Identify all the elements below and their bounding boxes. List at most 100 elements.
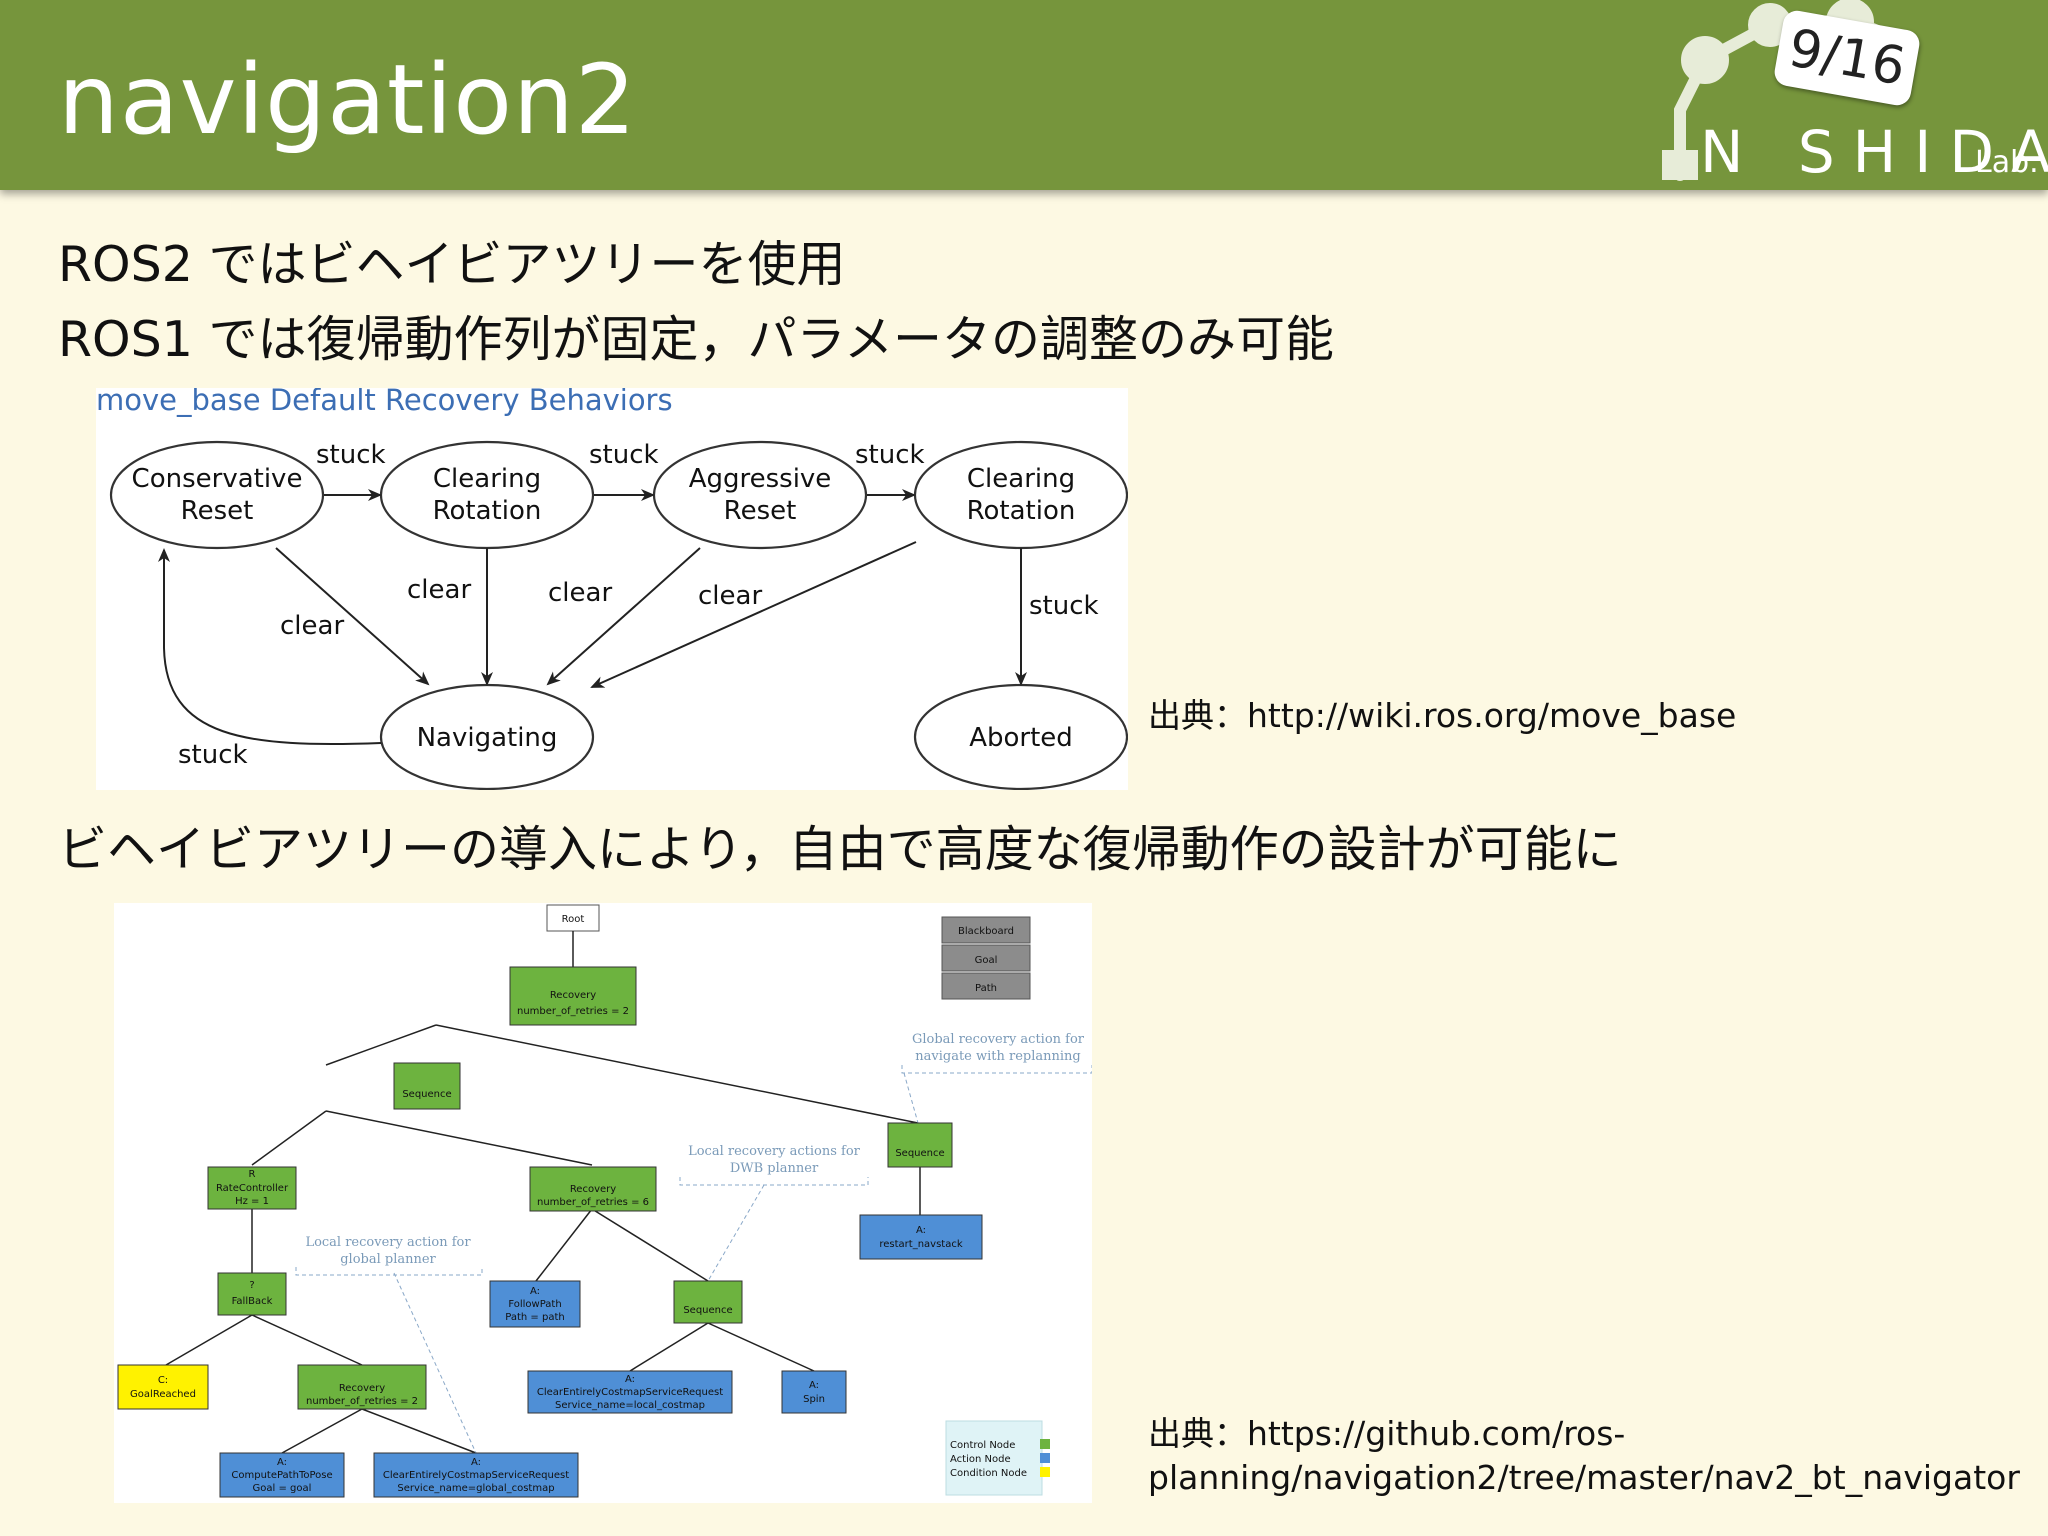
node-label: ? [249, 1280, 254, 1291]
node-label: Reset [181, 496, 254, 526]
node-label: Rotation [967, 496, 1076, 526]
node-label: Service_name=global_costmap [397, 1483, 554, 1494]
node-label: Service_name=local_costmap [555, 1400, 705, 1411]
node-label: number_of_retries = 2 [306, 1396, 418, 1407]
node-label: Sequence [895, 1148, 944, 1159]
node-label: FollowPath [508, 1299, 561, 1310]
source-line: 出典：https://github.com/ros- [1148, 1414, 1626, 1453]
tree-node-sequence-mid: Sequence [673, 1280, 743, 1324]
note-text: Local recovery action for [305, 1235, 471, 1250]
tree-node-recovery-top: Recovery number_of_retries = 2 [509, 966, 637, 1026]
tree-node-clear-local-costmap: A: ClearEntirelyCostmapServiceRequest Se… [527, 1370, 733, 1414]
diagram-title: move_base Default Recovery Behaviors [96, 388, 673, 417]
node-label: ClearEntirelyCostmapServiceRequest [383, 1470, 569, 1481]
tree-node-recovery-mid: Recovery number_of_retries = 6 [529, 1166, 657, 1212]
tree-node-restart-navstack: A: restart_navstack [859, 1214, 983, 1260]
move-base-recovery-diagram: move_base Default Recovery Behaviors Con… [96, 388, 1128, 790]
nav2-behavior-tree-diagram: Root Recovery number_of_retries = 2 Sequ… [114, 903, 1092, 1503]
slide-title: navigation2 [58, 44, 637, 156]
edge-label-stuck: stuck [1029, 591, 1099, 621]
node-aborted: Aborted [913, 683, 1128, 790]
tree-node-fallback: ? FallBack [217, 1272, 287, 1316]
source-citation-1: 出典：http://wiki.ros.org/move_base [1148, 696, 1737, 735]
node-aggressive-reset: Aggressive Reset [652, 440, 868, 550]
note-text: DWB planner [730, 1161, 819, 1176]
edge-label-stuck: stuck [855, 440, 925, 470]
node-label: Navigating [417, 723, 558, 753]
note-global-recovery: Global recovery action for navigate with… [901, 1032, 1092, 1074]
node-label: FallBack [232, 1296, 273, 1307]
legend-action-node: Action Node [950, 1454, 1011, 1465]
tree-node-spin: A: Spin [781, 1370, 847, 1414]
tree-node-goal-reached: C: GoalReached [117, 1364, 209, 1410]
edge-label-clear: clear [548, 578, 612, 608]
note-text: global planner [340, 1252, 436, 1267]
tree-note-connectors [393, 1072, 919, 1454]
node-label: Hz = 1 [235, 1196, 269, 1207]
node-label: number_of_retries = 2 [517, 1006, 629, 1017]
node-label: Reset [724, 496, 797, 526]
bullet-ros2: ROS2 ではビヘイビアツリーを使用 [58, 236, 846, 293]
note-local-global: Local recovery action for global planner [295, 1235, 483, 1276]
node-clearing-rotation-1: Clearing Rotation [379, 440, 595, 550]
node-label: Clearing [967, 464, 1075, 494]
note-local-dwb: Local recovery actions for DWB planner [679, 1144, 869, 1186]
node-label: RateController [216, 1183, 289, 1194]
diagram-edges [158, 489, 1027, 746]
node-conservative-reset: Conservative Reset [109, 440, 325, 550]
edge-label-clear: clear [698, 581, 762, 611]
tree-node-follow-path: A: FollowPath Path = path [489, 1280, 581, 1328]
edge-label-stuck: stuck [178, 740, 248, 770]
node-label: A: [277, 1457, 287, 1468]
slide-header: navigation2 N SHIDA Lab. 9/16 [0, 0, 2048, 190]
edge-label-clear: clear [280, 611, 344, 641]
lab-logo: N SHIDA Lab. [1662, 0, 2048, 186]
node-label: Rotation [433, 496, 542, 526]
blackboard-label: Path [975, 983, 997, 994]
lab-suffix: Lab. [1975, 145, 2039, 180]
tree-node-root: Root [546, 904, 600, 932]
node-label: number_of_retries = 6 [537, 1197, 649, 1208]
node-label: Recovery [570, 1184, 616, 1195]
node-label: Spin [803, 1394, 825, 1405]
source-line: planning/navigation2/tree/master/nav2_bt… [1148, 1458, 2020, 1497]
tree-node-compute-path: A: ComputePathToPose Goal = goal [219, 1452, 345, 1498]
node-label: Conservative [132, 464, 303, 494]
tree-node-rate-controller: R RateController Hz = 1 [207, 1166, 297, 1210]
node-label: Recovery [550, 990, 596, 1001]
tree-node-sequence-right: Sequence [887, 1122, 953, 1168]
node-label: R [249, 1169, 256, 1180]
node-label: ClearEntirelyCostmapServiceRequest [537, 1387, 723, 1398]
blackboard-box: Blackboard Goal Path [941, 916, 1031, 1000]
bullet-ros1: ROS1 では復帰動作列が固定，パラメータの調整のみ可能 [58, 311, 1334, 368]
node-label: A: [916, 1225, 926, 1236]
tree-edges [165, 1024, 921, 1454]
node-clearing-rotation-2: Clearing Rotation [913, 440, 1128, 550]
blackboard-label: Goal [975, 955, 998, 966]
node-label: Clearing [433, 464, 541, 494]
node-navigating: Navigating [379, 683, 595, 790]
tree-node-sequence-left: Sequence [393, 1062, 461, 1110]
lab-logo-text: N SHIDA [1700, 118, 2048, 186]
bullet-behavior-tree: ビヘイビアツリーの導入により，自由で高度な復帰動作の設計が可能に [58, 821, 1622, 878]
tree-node-recovery-low: Recovery number_of_retries = 2 [297, 1364, 427, 1410]
note-text: navigate with replanning [915, 1049, 1081, 1064]
note-text: Local recovery actions for [688, 1144, 861, 1159]
legend-condition-node: Condition Node [950, 1468, 1027, 1479]
node-label: ComputePathToPose [231, 1470, 332, 1481]
node-label: Sequence [683, 1305, 732, 1316]
tree-legend: Control Node Action Node Condition Node [945, 1420, 1050, 1496]
node-label: GoalReached [130, 1389, 196, 1400]
source-citation-2: 出典：https://github.com/ros- planning/navi… [1148, 1412, 2020, 1500]
node-label: A: [471, 1457, 481, 1468]
blackboard-label: Blackboard [958, 926, 1014, 937]
node-label: restart_navstack [879, 1239, 962, 1250]
legend-control-node: Control Node [950, 1440, 1015, 1451]
node-label: Goal = goal [253, 1483, 312, 1494]
edge-label-stuck: stuck [316, 440, 386, 470]
node-label: A: [530, 1286, 540, 1297]
edge-label-clear: clear [407, 575, 471, 605]
edge-label-stuck: stuck [589, 440, 659, 470]
node-label: Path = path [505, 1312, 564, 1323]
node-label: Aggressive [689, 464, 832, 494]
